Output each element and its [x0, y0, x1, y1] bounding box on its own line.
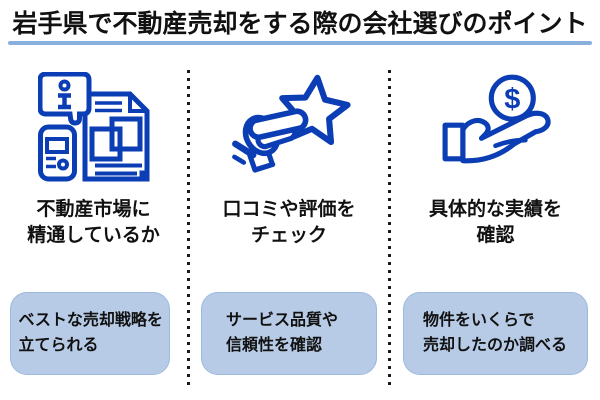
dollar-sign: $ [504, 83, 520, 115]
page-title: 岩手県で不動産売却をする際の会社選びのポイント [12, 10, 588, 38]
hand-holding-star-icon [231, 74, 351, 173]
dotted-divider-right [388, 70, 391, 390]
benefit-box: ベストな売却戦略を 立てられる [9, 292, 170, 375]
icon-wrap-1 [37, 72, 150, 184]
dotted-divider-left [187, 70, 190, 390]
column-market-knowledge: 不動産市場に 精通しているか ベストな売却戦略を 立てられる [0, 50, 187, 398]
column-track-record: $ 具体的な実績を 確認 物件をいくらで 売却したのか調べる [391, 50, 600, 398]
column-heading: 不動産市場に 精通しているか [27, 199, 160, 246]
benefit-box-text: 物件をいくらで 売却したのか調べる [423, 311, 568, 354]
column-reviews: 口コミや評価を チェック サービス品質や 信頼性を確認 [190, 50, 388, 398]
column-heading: 口コミや評価を チェック [222, 199, 356, 246]
benefit-box-text: ベストな売却戦略を 立てられる [18, 311, 163, 354]
benefit-box: 物件をいくらで 売却したのか調べる [403, 292, 588, 375]
hand-receiving-money-icon: $ [442, 74, 551, 164]
title-block: 岩手県で不動産売却をする際の会社選びのポイント [0, 0, 600, 45]
content-columns: 不動産市場に 精通しているか ベストな売却戦略を 立てられる [0, 50, 600, 398]
icon-wrap-3: $ [430, 72, 561, 184]
market-info-documents-icon [37, 72, 149, 182]
benefit-box: サービス品質や 信頼性を確認 [201, 292, 377, 375]
icon-wrap-2 [224, 72, 355, 184]
column-heading: 具体的な実績を 確認 [428, 199, 562, 246]
title-underline [8, 41, 592, 45]
benefit-box-text: サービス品質や 信頼性を確認 [226, 311, 339, 354]
